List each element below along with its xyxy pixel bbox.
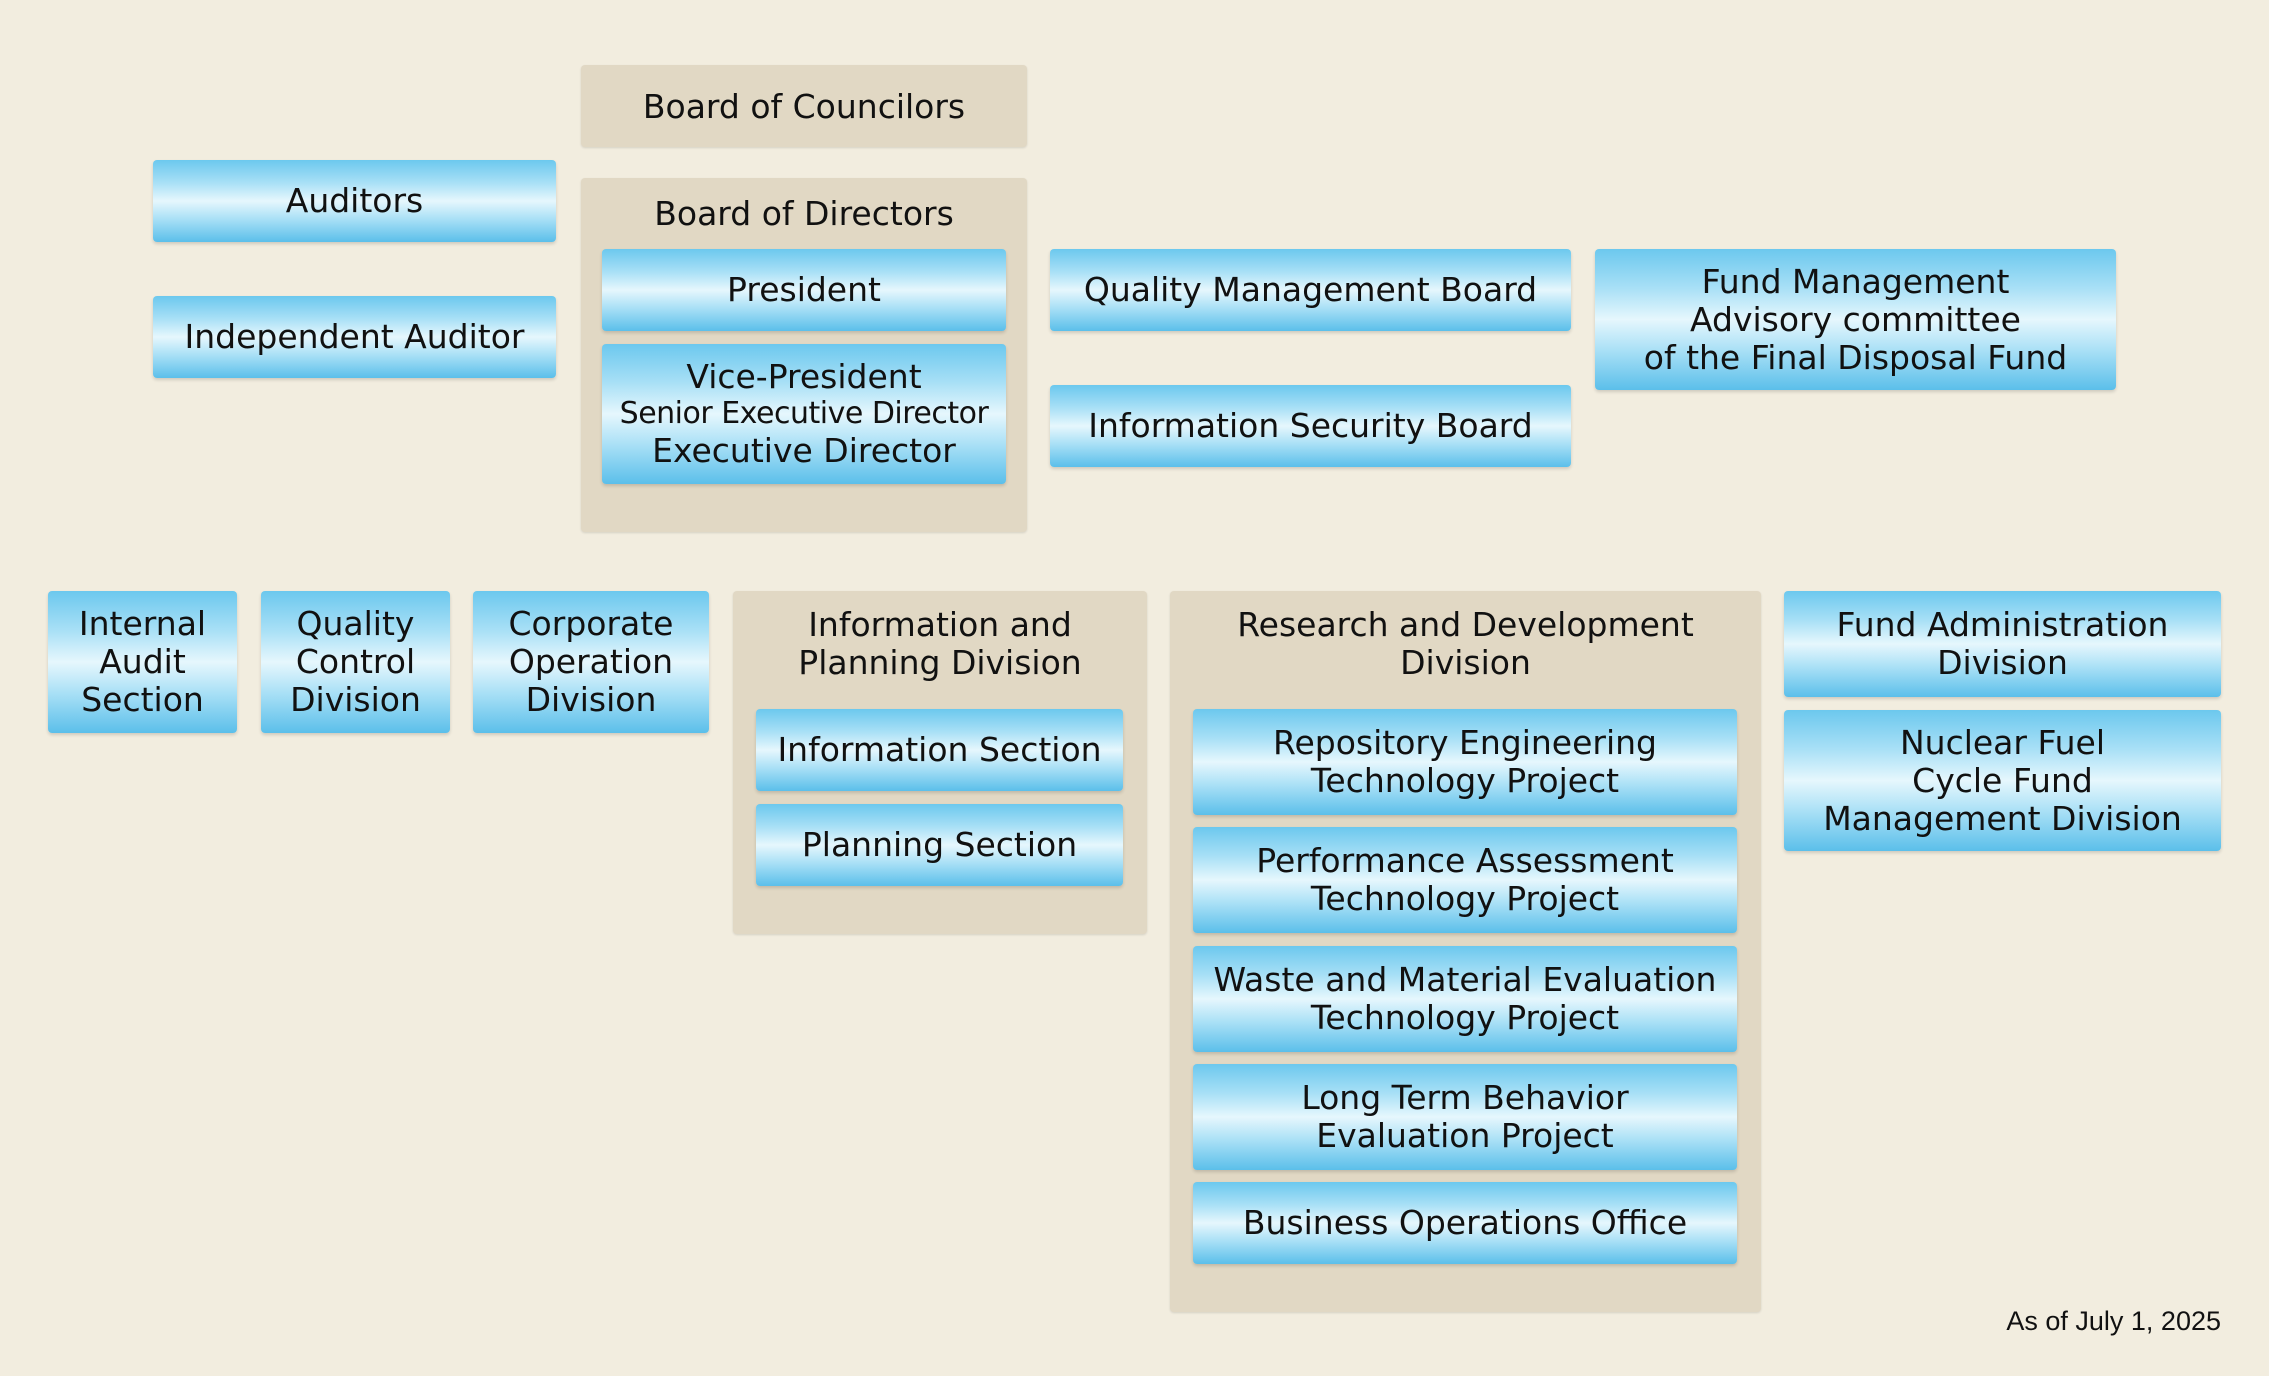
business-operations-office-label: Business Operations Office: [1242, 1203, 1688, 1242]
rnd-title-line-1: Research and Development: [1237, 605, 1694, 644]
executive-director-label: Executive Director: [652, 431, 956, 470]
president-box: President: [602, 249, 1006, 331]
quality-control-line-2: Control: [295, 642, 416, 681]
repository-engineering-project-box: Repository Engineering Technology Projec…: [1193, 709, 1737, 815]
president-label: President: [727, 270, 881, 309]
vice-president-box: Vice-President Senior Executive Director…: [602, 344, 1006, 484]
quality-control-line-3: Division: [290, 680, 421, 719]
nuclear-fuel-line-1: Nuclear Fuel: [1899, 722, 2106, 762]
information-planning-title-line-1: Information and: [808, 605, 1072, 644]
auditors-box: Auditors: [153, 160, 556, 242]
long-term-behavior-line-1: Long Term Behavior: [1301, 1078, 1629, 1117]
fund-administration-line-2: Division: [1937, 643, 2068, 682]
nuclear-fuel-cycle-fund-division-box: Nuclear Fuel Cycle Fund Management Divis…: [1784, 710, 2221, 851]
repository-engineering-line-2: Technology Project: [1310, 761, 1620, 800]
planning-section-label: Planning Section: [801, 825, 1078, 864]
quality-management-board-label: Quality Management Board: [1083, 270, 1538, 309]
long-term-behavior-project-box: Long Term Behavior Evaluation Project: [1193, 1064, 1737, 1170]
fund-management-committee-line-1: Fund Management: [1701, 261, 2010, 301]
research-development-division-panel: Research and Development Division Reposi…: [1170, 591, 1761, 1312]
waste-material-evaluation-project-box: Waste and Material Evaluation Technology…: [1193, 946, 1737, 1052]
internal-audit-section-box: Internal Audit Section: [48, 591, 237, 733]
internal-audit-line-3: Section: [81, 680, 204, 719]
corporate-operation-line-2: Operation: [508, 642, 674, 681]
business-operations-office-box: Business Operations Office: [1193, 1182, 1737, 1264]
board-of-councilors: Board of Councilors: [581, 65, 1027, 147]
internal-audit-line-1: Internal: [78, 604, 207, 643]
rnd-title-line-2: Division: [1400, 643, 1531, 682]
quality-control-line-1: Quality: [296, 604, 415, 643]
quality-control-division-box: Quality Control Division: [261, 591, 450, 733]
information-security-board-box: Information Security Board: [1050, 385, 1571, 467]
information-planning-division-panel: Information and Planning Division Inform…: [733, 591, 1147, 934]
waste-material-line-2: Technology Project: [1310, 998, 1620, 1037]
fund-administration-line-1: Fund Administration: [1836, 605, 2169, 644]
internal-audit-line-2: Audit: [99, 642, 186, 681]
board-of-councilors-label: Board of Councilors: [642, 86, 966, 126]
independent-auditor-label: Independent Auditor: [184, 317, 525, 356]
quality-management-board-box: Quality Management Board: [1050, 249, 1571, 331]
nuclear-fuel-line-3: Management Division: [1823, 798, 2182, 838]
performance-assessment-line-2: Technology Project: [1310, 879, 1620, 918]
board-of-directors-panel: Board of Directors President Vice-Presid…: [581, 178, 1027, 532]
fund-management-committee-line-2: Advisory committee: [1690, 299, 2021, 339]
senior-executive-director-label: Senior Executive Director: [619, 396, 989, 431]
board-of-directors-title: Board of Directors: [654, 194, 954, 233]
corporate-operation-line-1: Corporate: [508, 604, 674, 643]
planning-section-box: Planning Section: [756, 804, 1123, 886]
nuclear-fuel-line-2: Cycle Fund: [1912, 760, 2093, 800]
auditors-label: Auditors: [285, 181, 424, 220]
information-planning-title-line-2: Planning Division: [798, 643, 1082, 682]
as-of-date: As of July 1, 2025: [2006, 1306, 2221, 1336]
long-term-behavior-line-2: Evaluation Project: [1316, 1116, 1614, 1155]
performance-assessment-line-1: Performance Assessment: [1256, 841, 1674, 880]
fund-management-committee-line-3: of the Final Disposal Fund: [1643, 337, 2068, 377]
fund-administration-division-box: Fund Administration Division: [1784, 591, 2221, 697]
repository-engineering-line-1: Repository Engineering: [1273, 723, 1657, 762]
information-security-board-label: Information Security Board: [1088, 406, 1533, 445]
corporate-operation-line-3: Division: [525, 680, 657, 719]
information-section-box: Information Section: [756, 709, 1123, 791]
corporate-operation-division-box: Corporate Operation Division: [473, 591, 709, 733]
waste-material-line-1: Waste and Material Evaluation: [1213, 960, 1717, 999]
fund-management-committee-box: Fund Management Advisory committee of th…: [1595, 249, 2116, 390]
vice-president-label: Vice-President: [686, 357, 922, 396]
information-section-label: Information Section: [777, 730, 1102, 769]
performance-assessment-project-box: Performance Assessment Technology Projec…: [1193, 827, 1737, 933]
independent-auditor-box: Independent Auditor: [153, 296, 556, 378]
